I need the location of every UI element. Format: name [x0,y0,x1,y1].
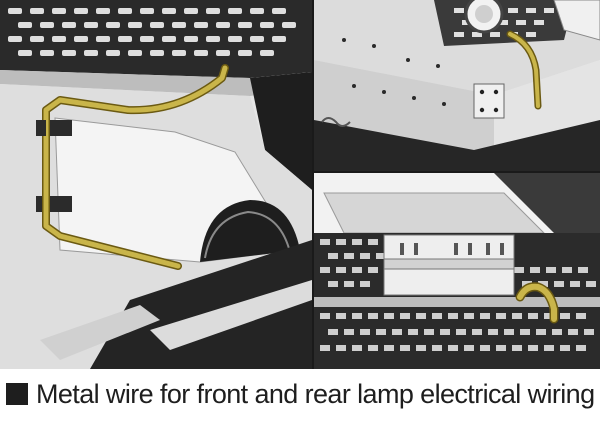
panel-divider-vertical [312,0,314,369]
left-render-image [0,0,312,369]
top-right-render-image [314,0,600,171]
panel-divider-horizontal [314,171,600,173]
caption: Metal wire for front and rear lamp elect… [6,376,595,412]
caption-text: Metal wire for front and rear lamp elect… [36,378,595,409]
left-render-panel [0,0,312,369]
top-right-render-panel [314,0,600,171]
bottom-right-render-image [314,173,600,369]
black-square-bullet-icon [6,383,28,405]
bottom-right-render-panel [314,173,600,369]
